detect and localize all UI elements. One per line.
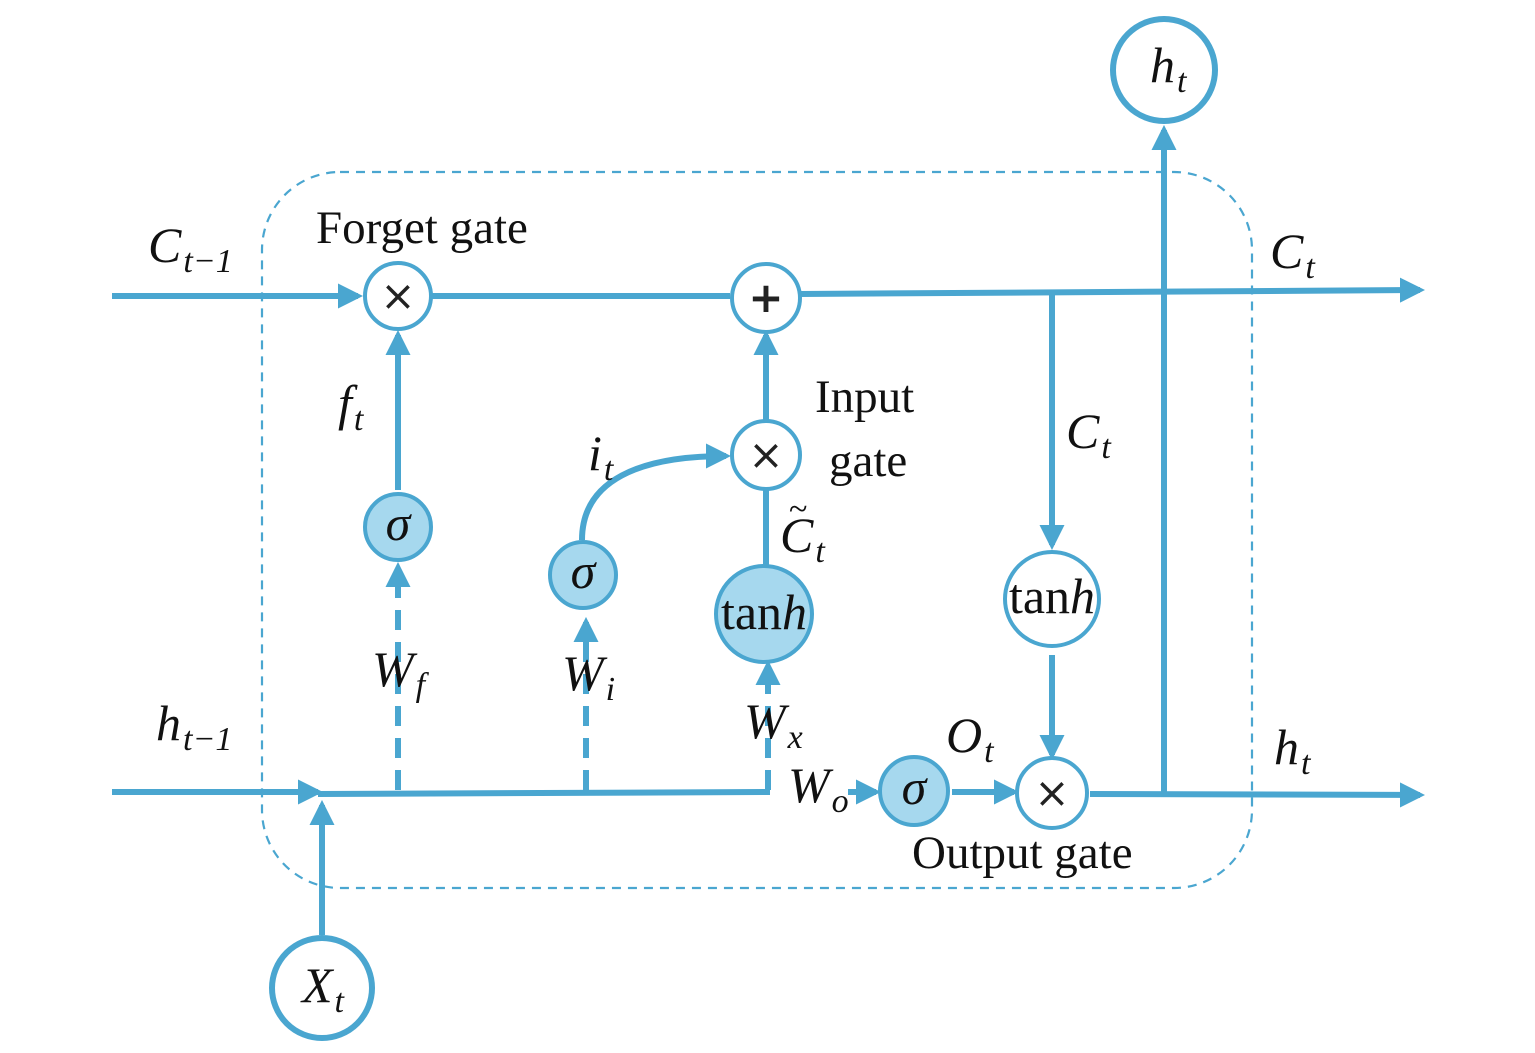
input-sigma-curve xyxy=(579,443,732,541)
x-t-node-label: Xt xyxy=(300,957,346,1020)
output-gate-label: Output gate xyxy=(912,827,1133,879)
output-multiply-node xyxy=(1015,756,1089,830)
cell-tanh-label: tanh xyxy=(1009,568,1095,624)
hidden-state-out-line xyxy=(1089,782,1426,808)
h-t-output-label: ht xyxy=(1274,719,1312,782)
forget-sigma-label: σ xyxy=(386,495,413,551)
output-multiply-icon: × xyxy=(1034,768,1069,817)
output-sigma-node xyxy=(878,755,950,827)
input-gate-label-line1: Input xyxy=(815,371,914,423)
cell-tanh-node xyxy=(1003,550,1101,648)
h-prev-label: ht−1 xyxy=(156,695,232,758)
add-node xyxy=(730,262,802,334)
w-o-label: Wo xyxy=(788,757,849,820)
input-sigma-label: σ xyxy=(571,543,598,599)
w-f-label: Wf xyxy=(372,641,430,704)
c-prev-label: Ct−1 xyxy=(148,217,233,280)
candidate-tanh-label: tanh xyxy=(721,584,807,640)
candidate-tanh-node xyxy=(714,564,814,664)
output-ht-node xyxy=(1110,16,1218,124)
connections xyxy=(112,124,1426,935)
forget-multiply-node xyxy=(363,261,433,331)
forget-gate-label: Forget gate xyxy=(316,202,528,254)
c-t-down-label: Ct xyxy=(1066,403,1112,466)
w-i-label: Wi xyxy=(562,645,615,708)
input-multiply-icon: × xyxy=(748,430,783,479)
c-tilde-label: Ct xyxy=(780,507,826,570)
hidden-main-line xyxy=(317,789,771,797)
output-sigma-label: σ xyxy=(902,759,929,815)
i-t-label: it xyxy=(588,425,615,488)
cell-state-out-line xyxy=(799,277,1426,303)
tilde-mark: ~ xyxy=(789,491,807,528)
cell-boundary xyxy=(260,170,1254,890)
weight-connections xyxy=(385,561,781,790)
forget-sigma-node xyxy=(363,492,433,562)
o-t-label: Ot xyxy=(946,707,995,770)
c-t-output-label: Ct xyxy=(1270,223,1316,286)
f-t-label: ft xyxy=(338,375,365,438)
nodes xyxy=(269,16,1218,1041)
forget-multiply-icon: × xyxy=(380,271,415,320)
input-gate-label-line2: gate xyxy=(829,435,907,487)
w-x-label: Wx xyxy=(744,693,803,756)
h-t-node-label: ht xyxy=(1150,37,1188,100)
input-multiply-node xyxy=(730,419,802,491)
input-sigma-node xyxy=(548,540,618,610)
add-icon: + xyxy=(748,273,783,322)
input-xt-node xyxy=(269,935,375,1041)
